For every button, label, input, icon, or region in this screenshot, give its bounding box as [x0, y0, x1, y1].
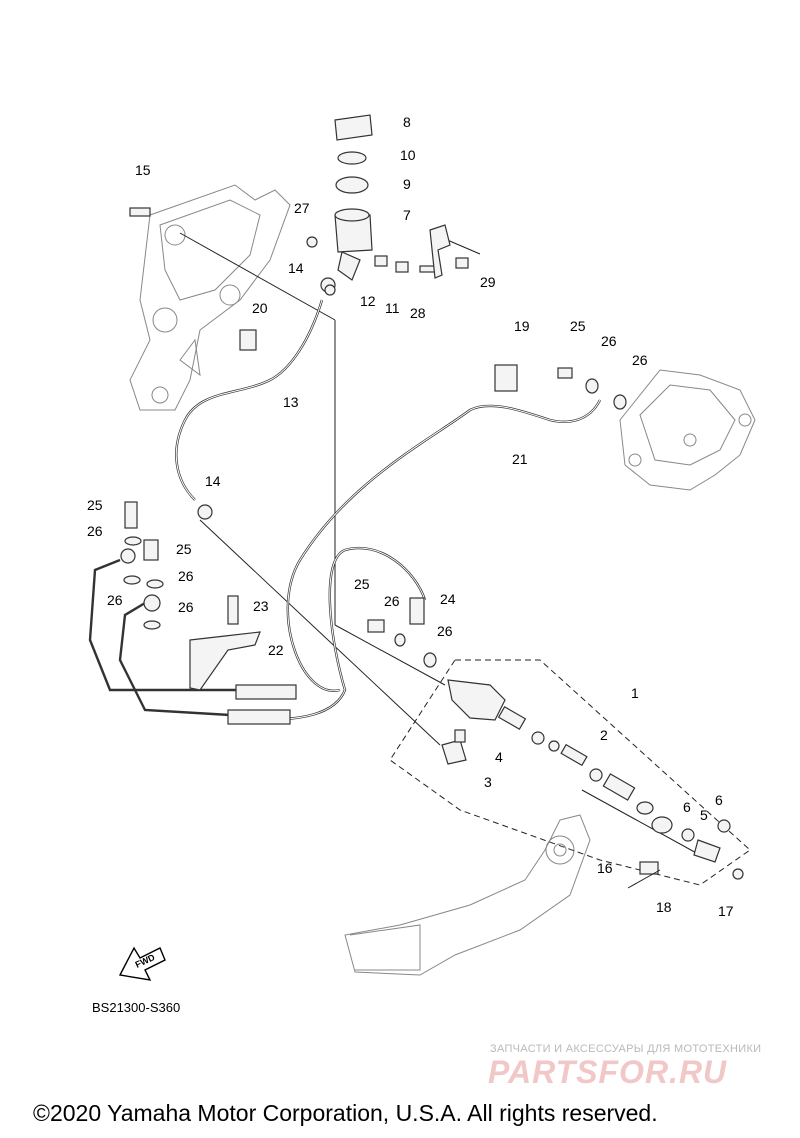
bracket-3 [441, 739, 467, 765]
watermark-brand: PARTSFOR.RU [488, 1054, 728, 1090]
master-cylinder-parts [441, 679, 744, 889]
callout-18: 18 [656, 899, 672, 915]
washer-26a [585, 378, 599, 394]
callout-25-right: 25 [570, 318, 586, 334]
callout-26-center-b: 26 [437, 623, 453, 639]
leader-lines [179, 232, 701, 856]
callout-7: 7 [403, 207, 411, 223]
callout-28: 28 [410, 305, 426, 321]
callout-26-left-d: 26 [178, 599, 194, 615]
bracket-28 [429, 224, 451, 279]
callout-25-left-a: 25 [87, 497, 103, 513]
callout-4: 4 [495, 749, 503, 765]
callout-10: 10 [400, 147, 416, 163]
nut-29 [455, 257, 469, 269]
callout-16: 16 [597, 860, 613, 876]
washer-26c [124, 536, 142, 546]
callout-26-right-b: 26 [632, 352, 648, 368]
brake-caliper-outline [619, 369, 756, 491]
washer-26f [143, 620, 161, 630]
callout-8: 8 [403, 114, 411, 130]
bolt-4 [454, 729, 466, 743]
pin-16 [639, 861, 659, 875]
callout-25-left-b: 25 [176, 541, 192, 557]
brake-pedal-outline [344, 814, 591, 976]
brake-hoses [88, 299, 602, 722]
callout-23: 23 [253, 598, 269, 614]
grommet-24 [409, 597, 425, 625]
bracket-22 [189, 631, 261, 691]
washer-26b [613, 394, 627, 410]
clip-17 [732, 868, 744, 880]
clip-14b [197, 504, 213, 520]
callout-1: 1 [631, 685, 639, 701]
callout-13: 13 [283, 394, 299, 410]
callout-11: 11 [385, 300, 400, 316]
collar-11 [395, 261, 409, 273]
washer-26g [394, 633, 406, 647]
callout-25-center: 25 [354, 576, 370, 592]
bolt-23 [227, 595, 239, 625]
callout-26-left-a: 26 [87, 523, 103, 539]
piston-kit-2 [560, 743, 588, 767]
forward-arrow: FWD [118, 946, 166, 981]
callout-6-b: 6 [715, 792, 723, 808]
hose-joint-b [227, 709, 291, 725]
washer-26e [146, 579, 164, 589]
union-bolt-25c [143, 539, 159, 561]
nut-6a [681, 828, 695, 842]
watermark-subtitle: ЗАПЧАСТИ И АКСЕССУАРЫ ДЛЯ МОТОТЕХНИКИ [490, 1043, 762, 1055]
callout-14-mid: 14 [205, 473, 221, 489]
bushing-12 [374, 255, 388, 267]
union-bolt-25d [367, 619, 385, 633]
callout-5: 5 [700, 807, 708, 823]
callout-26-center-a: 26 [384, 593, 400, 609]
hose-joint-a [235, 684, 297, 700]
callout-26-right-a: 26 [601, 333, 617, 349]
callout-19: 19 [514, 318, 530, 334]
callout-labels: 8 10 9 7 27 14 12 11 28 29 15 20 13 19 2… [87, 114, 734, 919]
cap-plate [337, 151, 367, 165]
callout-2: 2 [600, 727, 608, 743]
nut-6b [717, 819, 731, 833]
reservoir-assembly [306, 114, 469, 293]
callout-6-a: 6 [683, 799, 691, 815]
callout-26-left-c: 26 [107, 592, 123, 608]
callout-21: 21 [512, 451, 528, 467]
diagram-code: BS21300-S360 [92, 1000, 181, 1015]
union-bolt-25b [124, 501, 138, 529]
boot [651, 816, 673, 834]
callout-15: 15 [135, 162, 151, 178]
callout-20: 20 [252, 300, 268, 316]
callout-29: 29 [480, 274, 496, 290]
screw-27 [306, 236, 318, 248]
clevis-5 [693, 839, 721, 863]
washer-26d [123, 575, 141, 585]
diaphragm [335, 176, 369, 194]
master-cylinder-body [447, 679, 506, 721]
copyright-notice: ©2020 Yamaha Motor Corporation, U.S.A. A… [33, 1100, 658, 1126]
callout-22: 22 [268, 642, 284, 658]
callout-14-top: 14 [288, 260, 304, 276]
hardware-parts [120, 207, 627, 725]
callout-9: 9 [403, 176, 411, 192]
callout-24: 24 [440, 591, 456, 607]
callout-26-left-b: 26 [178, 568, 194, 584]
callout-27: 27 [294, 200, 310, 216]
frame-bracket-outline [129, 184, 291, 411]
bolt-15 [129, 207, 151, 217]
callout-17: 17 [718, 903, 734, 919]
callout-3: 3 [484, 774, 492, 790]
reservoir-cap [334, 114, 373, 141]
union-19 [494, 364, 518, 392]
union-bolt-25 [557, 367, 573, 379]
callout-12: 12 [360, 293, 376, 309]
clamp-20 [239, 329, 257, 351]
